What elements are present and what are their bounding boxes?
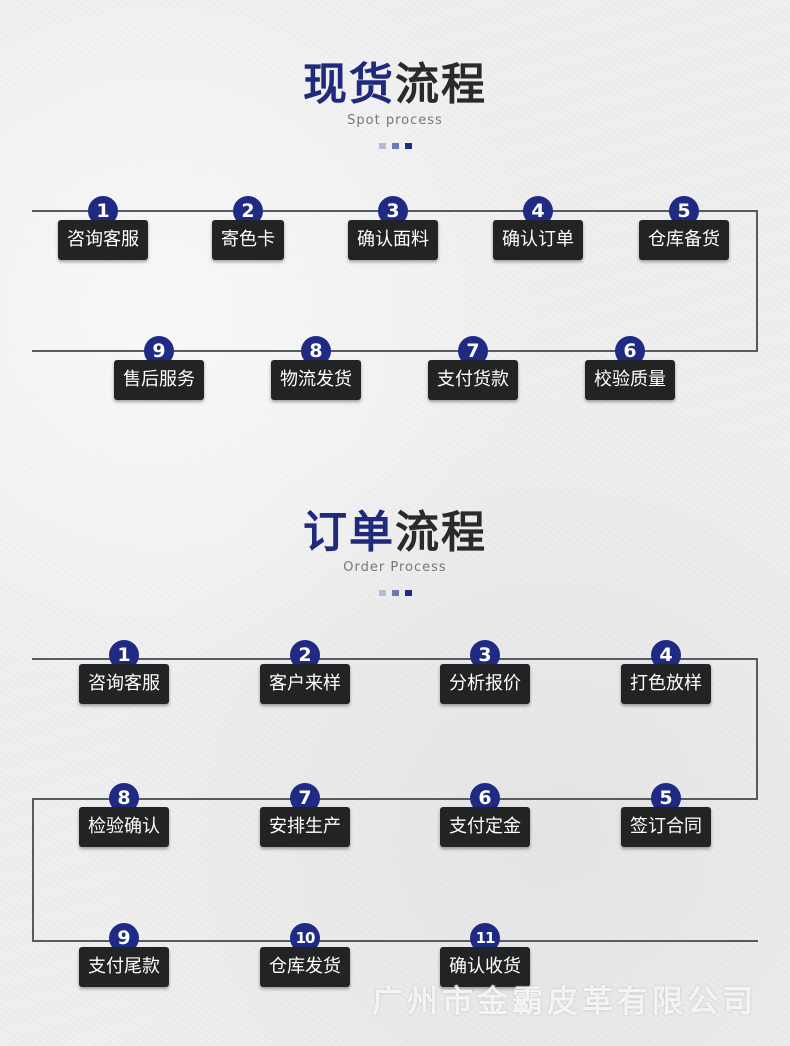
flow-line bbox=[32, 798, 34, 942]
step-label: 仓库发货 bbox=[260, 947, 350, 987]
order-step: 4 打色放样 bbox=[606, 640, 726, 740]
step-label: 确认面料 bbox=[348, 220, 438, 260]
step-label: 咨询客服 bbox=[79, 664, 169, 704]
step-label: 支付货款 bbox=[428, 360, 518, 400]
step-label: 安排生产 bbox=[260, 807, 350, 847]
spot-step: 7 支付货款 bbox=[413, 336, 533, 436]
flow-line bbox=[32, 798, 758, 800]
spot-step: 3 确认面料 bbox=[333, 196, 453, 296]
title-rest: 流程 bbox=[395, 507, 487, 558]
spot-step: 1 咨询客服 bbox=[43, 196, 163, 296]
title-accent: 订单 bbox=[303, 507, 395, 558]
order-step: 10 仓库发货 bbox=[245, 923, 365, 1023]
spot-step: 9 售后服务 bbox=[99, 336, 219, 436]
decorative-dots bbox=[0, 143, 790, 149]
step-label: 咨询客服 bbox=[58, 220, 148, 260]
order-step: 9 支付尾款 bbox=[64, 923, 184, 1023]
title-rest: 流程 bbox=[395, 59, 487, 110]
spot-step: 6 校验质量 bbox=[570, 336, 690, 436]
spot-step: 5 仓库备货 bbox=[624, 196, 744, 296]
step-label: 支付尾款 bbox=[79, 947, 169, 987]
order-step: 2 客户来样 bbox=[245, 640, 365, 740]
order-step: 7 安排生产 bbox=[245, 783, 365, 883]
step-label: 寄色卡 bbox=[212, 220, 284, 260]
step-label: 检验确认 bbox=[79, 807, 169, 847]
spot-step: 2 寄色卡 bbox=[188, 196, 308, 296]
spot-process-title: 现货流程 bbox=[0, 48, 790, 112]
order-step: 5 签订合同 bbox=[606, 783, 726, 883]
step-label: 确认订单 bbox=[493, 220, 583, 260]
flow-line bbox=[32, 658, 758, 660]
flow-line bbox=[32, 940, 758, 942]
step-number: 8 bbox=[301, 336, 331, 366]
decorative-dots bbox=[0, 590, 790, 596]
step-label: 打色放样 bbox=[621, 664, 711, 704]
title-accent: 现货 bbox=[303, 59, 395, 110]
order-step: 6 支付定金 bbox=[425, 783, 545, 883]
step-label: 确认收货 bbox=[440, 947, 530, 987]
step-label: 仓库备货 bbox=[639, 220, 729, 260]
order-step: 3 分析报价 bbox=[425, 640, 545, 740]
flow-line bbox=[756, 658, 758, 800]
order-process-subtitle: Order Process bbox=[343, 560, 447, 575]
step-label: 客户来样 bbox=[260, 664, 350, 704]
order-step: 8 检验确认 bbox=[64, 783, 184, 883]
step-label: 支付定金 bbox=[440, 807, 530, 847]
step-label: 物流发货 bbox=[271, 360, 361, 400]
order-step: 11 确认收货 bbox=[425, 923, 545, 1023]
flow-line bbox=[756, 210, 758, 352]
step-label: 校验质量 bbox=[585, 360, 675, 400]
order-step: 1 咨询客服 bbox=[64, 640, 184, 740]
spot-process-subtitle: Spot process bbox=[347, 113, 443, 128]
company-watermark: 广州市金霸皮革有限公司 bbox=[372, 984, 757, 1020]
step-label: 分析报价 bbox=[440, 664, 530, 704]
flow-line bbox=[32, 350, 758, 352]
step-label: 签订合同 bbox=[621, 807, 711, 847]
spot-step: 8 物流发货 bbox=[256, 336, 376, 436]
order-process-title: 订单流程 bbox=[0, 496, 790, 560]
step-label: 售后服务 bbox=[114, 360, 204, 400]
spot-step: 4 确认订单 bbox=[478, 196, 598, 296]
